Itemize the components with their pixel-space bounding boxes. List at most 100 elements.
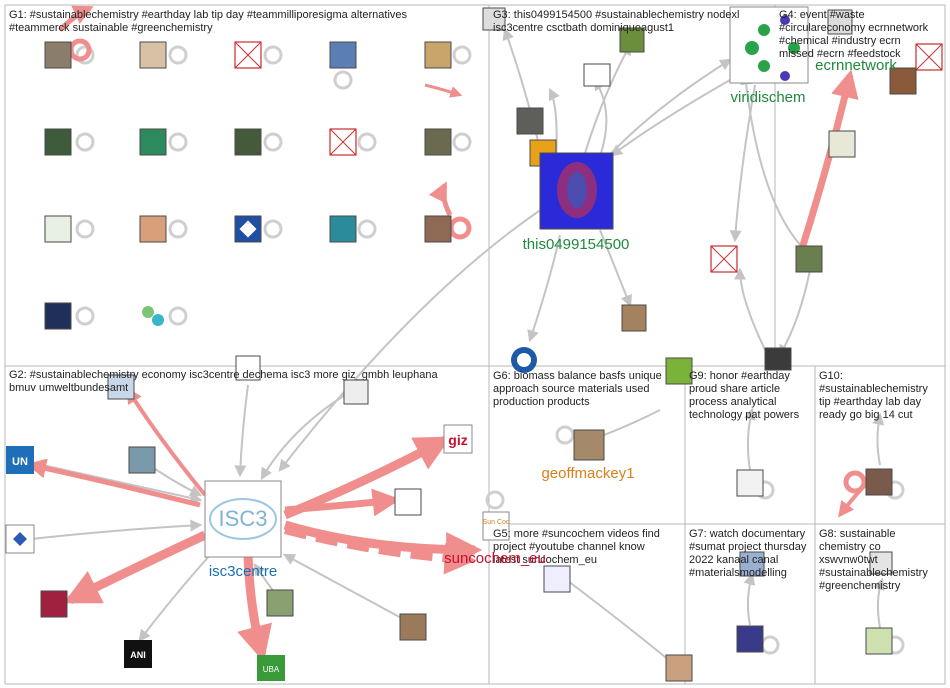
avatar[interactable] — [140, 129, 166, 155]
edge — [735, 85, 755, 240]
ani-logo[interactable]: ANI — [124, 640, 152, 668]
logo-node[interactable] — [140, 303, 166, 329]
paper-node[interactable] — [737, 470, 763, 496]
self-loop — [170, 221, 186, 237]
avatar[interactable] — [425, 216, 451, 242]
self-loop — [77, 134, 93, 150]
self-loop — [170, 134, 186, 150]
missing-image-node[interactable] — [711, 246, 737, 272]
geoffmackey1-label[interactable]: geoffmackey1 — [541, 465, 634, 482]
edge — [800, 75, 850, 255]
group-title-line: approach source materials used — [493, 383, 650, 395]
group-title-g8: G8: sustainablechemistry coxswvnw0twt#su… — [819, 528, 928, 592]
avatar[interactable] — [544, 566, 570, 592]
missing-image-node[interactable] — [330, 129, 356, 155]
avatar[interactable] — [737, 626, 763, 652]
giz-logo[interactable]: giz — [444, 425, 472, 453]
avatar[interactable] — [866, 628, 892, 654]
avatar[interactable] — [45, 129, 71, 155]
edge — [70, 535, 205, 600]
isc3centre-label[interactable]: isc3centre — [209, 563, 277, 580]
logo-node[interactable] — [235, 216, 261, 242]
avatar[interactable] — [330, 42, 356, 68]
giz-logo-text: giz — [448, 432, 467, 448]
avatar[interactable] — [796, 246, 822, 272]
missing-image-node[interactable] — [235, 42, 261, 68]
avatar[interactable] — [866, 469, 892, 495]
group-title-line: G8: sustainable — [819, 528, 895, 540]
avatar[interactable] — [140, 42, 166, 68]
edge — [140, 555, 210, 640]
isc3-logo-text: ISC3 — [219, 506, 268, 531]
avatar[interactable] — [765, 348, 791, 370]
self-loop — [762, 637, 778, 653]
avatar[interactable] — [235, 129, 261, 155]
avatar[interactable] — [129, 447, 155, 473]
edge — [612, 80, 730, 155]
self-loop — [359, 134, 375, 150]
edge — [425, 85, 460, 95]
self-loop — [557, 427, 573, 443]
group-title-line: G3: this0499154500 #sustainablechemistry… — [493, 9, 739, 21]
missing-image-node[interactable] — [916, 44, 942, 70]
un-environment-logo[interactable]: UN — [6, 446, 34, 474]
self-loop — [335, 72, 351, 88]
suncochem-eu-label[interactable]: suncochem_eu — [444, 550, 546, 567]
self-loop — [77, 308, 93, 324]
group-title-line: G5: more #suncochem videos find — [493, 528, 660, 540]
avatar[interactable] — [45, 303, 71, 329]
group-title-line: G6: biomass balance basfs unique — [493, 370, 662, 382]
avatar[interactable] — [829, 131, 855, 157]
avatar[interactable] — [425, 42, 451, 68]
avatar[interactable] — [45, 42, 71, 68]
group-title-line: G9: honor #earthday — [689, 370, 790, 382]
leuphana-logo[interactable] — [6, 525, 34, 553]
self-loop — [265, 134, 281, 150]
g2-nodes: ISC3 UN giz ANI UBA — [6, 356, 472, 681]
avatar[interactable] — [330, 216, 356, 242]
aaps-logo[interactable] — [584, 64, 610, 86]
avatar[interactable] — [666, 655, 692, 681]
avatar[interactable] — [45, 216, 71, 242]
avatar[interactable] — [344, 380, 368, 404]
group-title-line: tip #earthday lab day — [819, 396, 922, 408]
g3-nodes — [483, 7, 808, 373]
uba-logo[interactable]: UBA — [257, 655, 285, 681]
edge — [128, 390, 205, 495]
ecrnnetwork-label[interactable]: ecrnnetwork — [815, 57, 897, 74]
group-title-line: #materialsmodelling — [689, 567, 787, 579]
sun-logo-text: Sun Coc — [483, 519, 510, 526]
edge — [22, 525, 200, 540]
edge — [740, 270, 770, 360]
avatar[interactable] — [622, 305, 646, 331]
geoffmackey1-avatar[interactable] — [574, 430, 604, 460]
isc3centre-hub-logo[interactable]: ISC3 — [205, 481, 281, 557]
self-loop — [265, 221, 281, 237]
group-boxes — [5, 5, 945, 684]
group-title-line: ready go big 14 cut — [819, 409, 913, 421]
avatar[interactable] — [41, 591, 67, 617]
self-loop — [265, 47, 281, 63]
self-loop — [454, 47, 470, 63]
self-loop — [846, 473, 864, 491]
self-loop — [359, 221, 375, 237]
edge — [748, 575, 752, 625]
group-title-g1: G1: #sustainablechemistry #earthday lab … — [9, 9, 408, 34]
group-title-line: 2022 kanaal canal — [689, 554, 778, 566]
group-title-line: G1: #sustainablechemistry #earthday lab … — [9, 9, 408, 21]
group-title-line: #circulareconomy ecrnnetwork — [779, 22, 929, 34]
avatar[interactable] — [140, 216, 166, 242]
edge — [780, 270, 810, 355]
avatar[interactable] — [400, 614, 426, 640]
bmuv-eagle-logo[interactable] — [395, 489, 421, 515]
this0499154500-avatar[interactable] — [540, 153, 613, 229]
avatar[interactable] — [267, 590, 293, 616]
viridischem-label[interactable]: viridischem — [730, 89, 805, 106]
group-title-g3: G3: this0499154500 #sustainablechemistry… — [493, 9, 739, 34]
un-logo-text: UN — [12, 456, 28, 468]
avatar[interactable] — [517, 108, 543, 134]
edge — [262, 395, 345, 478]
avatar[interactable] — [425, 129, 451, 155]
self-loop — [77, 221, 93, 237]
this0499154500-label[interactable]: this0499154500 — [523, 236, 630, 253]
